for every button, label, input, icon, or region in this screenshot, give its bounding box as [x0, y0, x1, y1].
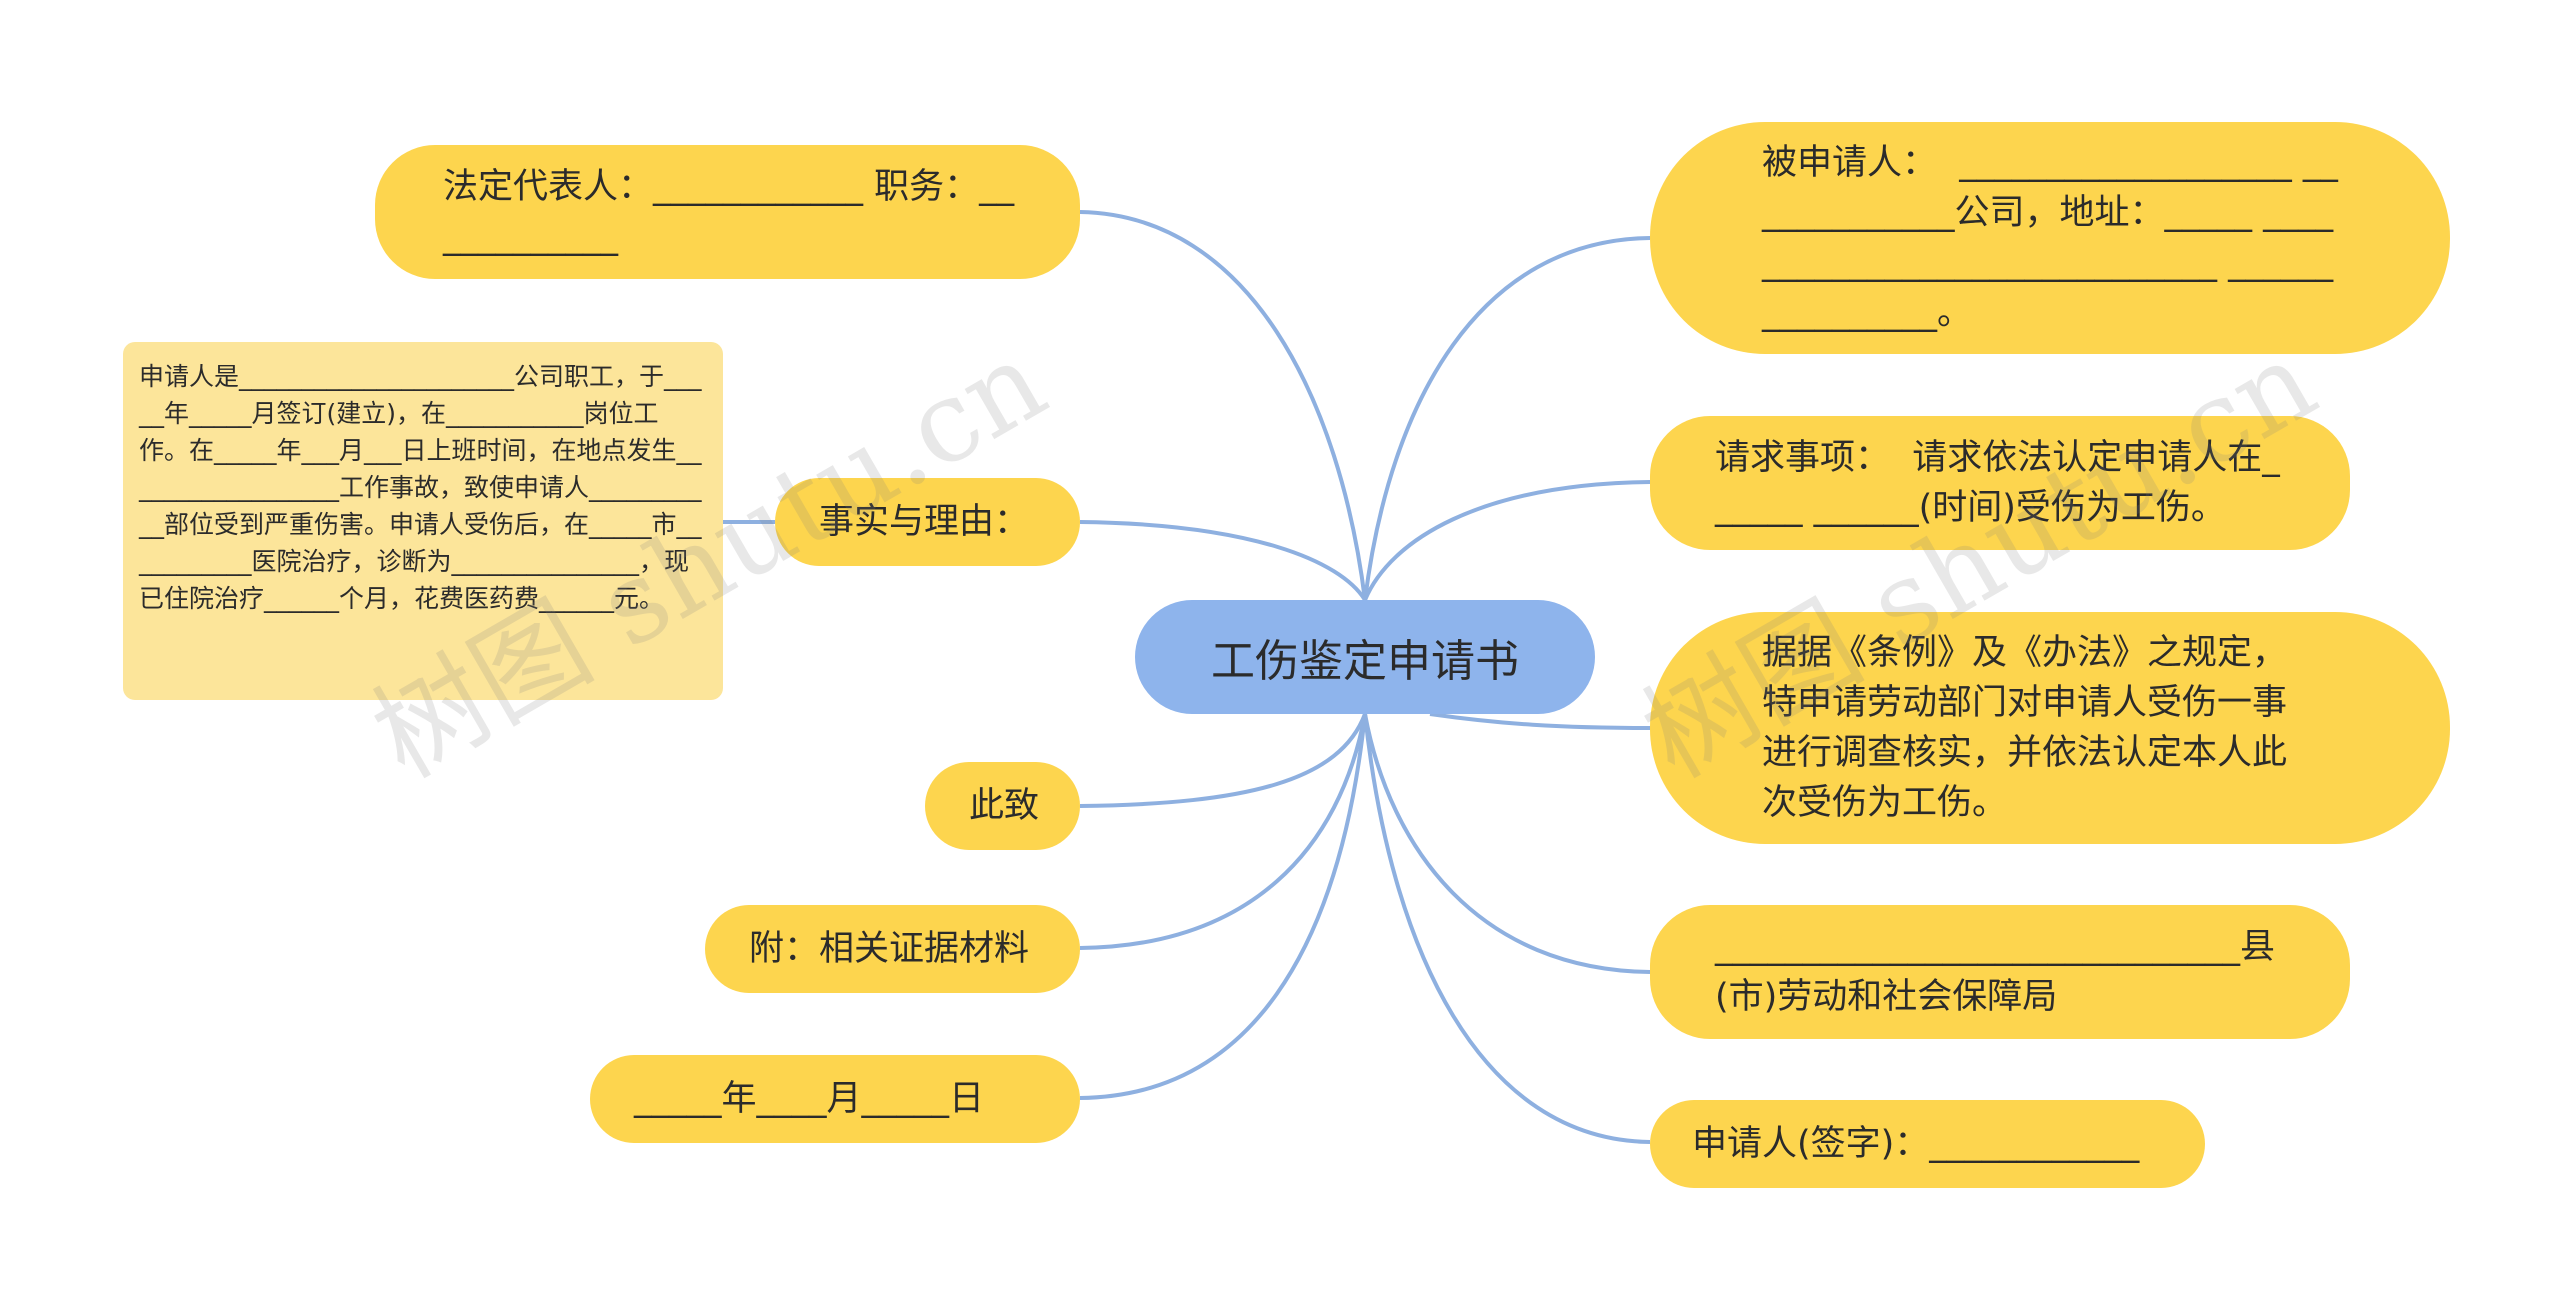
- node-attachment-label: 附：相关证据材料: [749, 929, 1030, 969]
- link-request: [1363, 480, 1651, 601]
- node-legal-rep-label: 法定代表人：____________ 职务：____________: [443, 167, 1015, 257]
- node-closing-label: 此致: [969, 786, 1040, 826]
- node-facts[interactable]: 事实与理由：: [775, 478, 1080, 566]
- node-legal-rep[interactable]: 法定代表人：____________ 职务：____________: [375, 145, 1080, 279]
- link-attachment: [1079, 713, 1367, 950]
- center-topic-label: 工伤鉴定申请书: [1211, 636, 1519, 687]
- link-closing: [1079, 713, 1367, 808]
- node-facts-label: 事实与理由：: [819, 502, 1030, 542]
- link-legal-rep: [1079, 210, 1367, 601]
- node-basis-label: 据据《条例》及《办法》之规定，特申请劳动部门对申请人受伤一事进行调查核实，并依法…: [1762, 633, 2288, 823]
- node-date[interactable]: _____年____月_____日: [590, 1055, 1080, 1143]
- node-bureau-label: ______________________________县(市)劳动和社会保…: [1715, 927, 2276, 1017]
- node-basis[interactable]: 据据《条例》及《办法》之规定，特申请劳动部门对申请人受伤一事进行调查核实，并依法…: [1650, 612, 2450, 844]
- node-closing[interactable]: 此致: [925, 762, 1080, 850]
- node-request-label: 请求事项： 请求依法认定申请人在______ ______(时间)受伤为工伤。: [1715, 438, 2280, 528]
- link-signature: [1363, 713, 1651, 1144]
- center-topic[interactable]: 工伤鉴定申请书: [1135, 600, 1595, 714]
- link-bureau: [1363, 713, 1651, 974]
- node-facts-detail-text: 申请人是______________________公司职工，于_____年__…: [139, 362, 702, 613]
- node-facts-detail[interactable]: 申请人是______________________公司职工，于_____年__…: [123, 342, 723, 700]
- node-respondent-label: 被申请人： ___________________ _____________公…: [1762, 143, 2338, 333]
- node-signature-label: 申请人(签字)：____________: [1692, 1124, 2140, 1164]
- link-respondent: [1363, 236, 1651, 601]
- link-basis: [1429, 712, 1651, 730]
- link-date: [1079, 713, 1367, 1100]
- node-respondent[interactable]: 被申请人： ___________________ _____________公…: [1650, 122, 2450, 354]
- node-date-label: _____年____月_____日: [634, 1079, 985, 1119]
- node-request[interactable]: 请求事项： 请求依法认定申请人在______ ______(时间)受伤为工伤。: [1650, 416, 2350, 550]
- node-signature[interactable]: 申请人(签字)：____________: [1650, 1100, 2205, 1188]
- link-facts: [1079, 520, 1367, 602]
- node-bureau[interactable]: ______________________________县(市)劳动和社会保…: [1650, 905, 2350, 1039]
- node-attachment[interactable]: 附：相关证据材料: [705, 905, 1080, 993]
